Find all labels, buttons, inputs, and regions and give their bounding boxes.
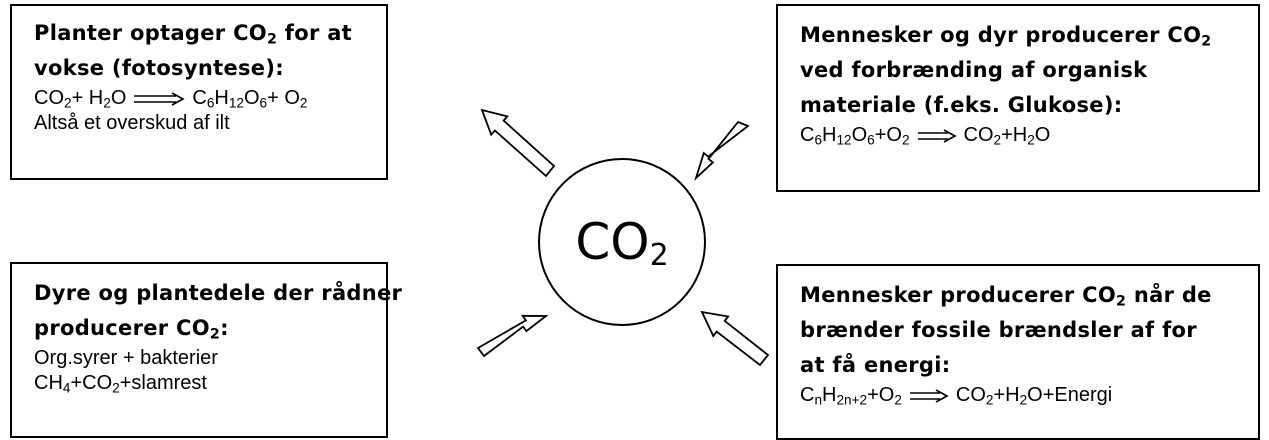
subscript: 2 <box>1019 392 1028 408</box>
subscript: 2 <box>894 392 902 408</box>
subscript: 6 <box>867 132 875 148</box>
yields-arrow-icon <box>134 92 186 106</box>
decomposition-line-1: Org.syrer + bakterier <box>34 347 218 369</box>
yields-arrow-icon <box>909 389 949 403</box>
co2-center-circle: CO2 <box>538 158 706 326</box>
heading-text: Planter optager CO <box>34 21 267 45</box>
subscript: 2 <box>1201 33 1212 50</box>
arrow-from-bottom-left-box <box>476 314 549 358</box>
box-photosynthesis-heading-line-2: vokse (fotosyntese): <box>34 56 284 80</box>
box-respiration-heading-line-1: Mennesker og dyr producerer CO2 <box>800 18 1258 53</box>
box-respiration-heading-line-2: ved forbrænding af organisk <box>800 58 1148 82</box>
formula-part: H <box>822 384 837 406</box>
formula-part: +H <box>1001 124 1028 146</box>
formula-part: +O <box>874 124 902 146</box>
subscript: 2 <box>649 238 669 273</box>
yields-arrow-icon <box>917 129 957 143</box>
formula-part: O <box>243 87 260 109</box>
formula-part: C <box>800 384 815 406</box>
formula-part: O <box>1034 124 1051 146</box>
formula-part: O <box>110 87 127 109</box>
subscript: 2 <box>266 31 278 48</box>
box-fossil-fuels-heading-line-2: brænder fossile brændsler af for <box>800 318 1197 342</box>
formula-part: CO <box>963 124 994 146</box>
subscript: 2 <box>1116 293 1127 310</box>
subscript: 6 <box>259 95 268 111</box>
arrow-from-bottom-right-box <box>700 310 770 367</box>
subscript: 2n+2 <box>836 392 868 408</box>
subscript: 2 <box>1027 132 1035 148</box>
heading-text: Mennesker producerer CO <box>800 283 1117 307</box>
formula-part: H <box>214 87 229 109</box>
box-decomposition-heading-line-2: producerer CO2: <box>34 311 386 346</box>
formula-part: O <box>851 124 868 146</box>
formula-part: + O <box>267 87 300 109</box>
subscript: n <box>814 392 823 408</box>
formula-part: CO <box>34 87 64 109</box>
formula-part: CO <box>955 384 986 406</box>
subscript: 12 <box>836 132 852 148</box>
co2-center-label: CO2 <box>575 213 668 271</box>
heading-text: : <box>220 316 229 340</box>
formula-part: + H <box>71 87 104 109</box>
box-fossil-fuels: Mennesker producerer CO2 når de brænder … <box>776 264 1260 440</box>
subscript: 2 <box>209 326 221 343</box>
heading-text: for at <box>277 21 353 45</box>
box-respiration: Mennesker og dyr producerer CO2 ved forb… <box>776 4 1260 192</box>
box-photosynthesis: Planter optager CO2 for at vokse (fotosy… <box>10 4 388 180</box>
heading-text: producerer CO <box>34 316 210 340</box>
formula-part: +H <box>993 384 1020 406</box>
formula-part: +O <box>867 384 895 406</box>
decomposition-line-2: CH4+CO2+slamrest <box>34 371 386 396</box>
box-decomposition-heading-line-1: Dyre og plantedele der rådner <box>34 281 403 305</box>
subscript: 2 <box>299 95 308 111</box>
subscript: 2 <box>103 95 111 111</box>
formula-part: +CO <box>70 372 113 394</box>
subscript: 6 <box>814 132 823 148</box>
formula-part: +slamrest <box>119 372 207 394</box>
subscript: 4 <box>62 380 71 396</box>
formula-part: O+Energi <box>1027 384 1113 406</box>
photosynthesis-note: Altså et overskud af ilt <box>34 112 230 134</box>
subscript: 2 <box>901 132 910 148</box>
center-label-text: CO <box>575 213 650 271</box>
box-photosynthesis-heading-line-1: Planter optager CO2 for at <box>34 16 386 51</box>
box-fossil-fuels-heading-line-1: Mennesker producerer CO2 når de <box>800 278 1258 313</box>
subscript: 6 <box>206 95 215 111</box>
formula-part: H <box>822 124 837 146</box>
subscript: 2 <box>112 380 120 396</box>
heading-text: når de <box>1126 283 1212 307</box>
subscript: 2 <box>985 392 994 408</box>
subscript: 2 <box>64 95 72 111</box>
arrow-from-top-right-box <box>694 120 750 181</box>
arrow-to-top-left-box <box>480 108 556 178</box>
subscript: 12 <box>228 95 244 111</box>
box-decomposition: Dyre og plantedele der rådner producerer… <box>10 262 403 438</box>
formula-part: CH <box>34 372 63 394</box>
subscript: 2 <box>993 132 1002 148</box>
formula-part: C <box>800 124 815 146</box>
formula-part: C <box>192 87 207 109</box>
heading-text: Mennesker og dyr producerer CO <box>800 23 1202 47</box>
box-fossil-fuels-heading-line-3: at få energi: <box>800 353 951 377</box>
box-respiration-heading-line-3: materiale (f.eks. Glukose): <box>800 93 1123 117</box>
